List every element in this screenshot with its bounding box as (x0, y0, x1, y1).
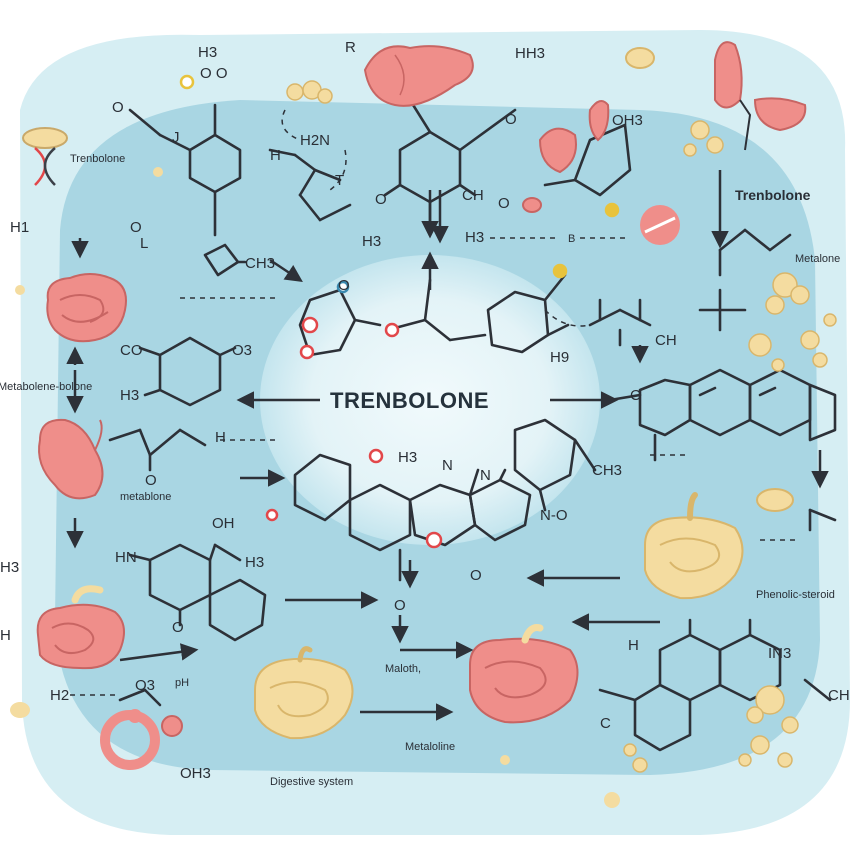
center-glow (260, 255, 600, 545)
atom-label-o-right: O (498, 195, 510, 212)
atom-label-oh3-top: OH3 (612, 112, 643, 129)
atom-label-h9: H9 (550, 349, 569, 366)
organ-liver-right (714, 41, 807, 151)
atom-label-h2n: H2N (300, 132, 330, 149)
label-maloth: Maloth, (385, 663, 421, 675)
label-digestive-system: Digestive system (270, 776, 353, 788)
atom-label-in3: IN3 (768, 645, 791, 662)
organ-stomach-bottom-left (100, 709, 183, 770)
atom-label-o-small: O (145, 472, 157, 489)
organ-intestine-bottom-left (36, 585, 125, 670)
atom-label-h2: H2 (50, 687, 69, 704)
atom-label-no: N-O (540, 507, 568, 524)
label-ph: pH (175, 677, 189, 689)
atom-labels: H3 O O R HH3 OH3 O J H2N H T H1 O L CH3 … (0, 39, 850, 782)
label-trenbolone-left: Trenbolone (70, 153, 125, 165)
dna-icon (22, 127, 68, 186)
atom-label-h3b: H3 (465, 229, 484, 246)
atom-label-h3-2: H3 (245, 554, 264, 571)
atom-label-n2: N (480, 467, 491, 484)
atom-label-ou: O (470, 567, 482, 584)
organ-intestine-cream-right (644, 492, 744, 600)
atom-label-oe: O (338, 277, 350, 294)
atom-label-o3: O3 (232, 342, 252, 359)
atom-label-r-top: R (345, 39, 356, 56)
atom-label-co: CO (120, 342, 143, 359)
bond-lines (108, 98, 837, 752)
pills (10, 47, 794, 808)
atom-label-hh3-top: HH3 (515, 45, 545, 62)
organ-intestine-pink-center (469, 624, 579, 724)
atom-label-c-br: C (600, 715, 611, 732)
atom-label-o-ring: O (130, 219, 142, 236)
atom-label-oh3-b: OH3 (180, 765, 211, 782)
atom-label-o3-b: O3 (135, 677, 155, 694)
atom-label-ch-right: CH (462, 187, 484, 204)
organ-small-pink-top (522, 100, 610, 213)
organ-stomach-left (38, 418, 104, 500)
atom-label-h-left: H (270, 147, 281, 164)
atom-highlights (179, 74, 620, 549)
atom-label-h-br: H (628, 637, 639, 654)
organ-liver-top (363, 45, 474, 107)
atom-label-o-mid1: O (375, 191, 387, 208)
atom-label-h3-mid: H3 (362, 233, 381, 250)
label-trenbolone-right: Trenbolone (735, 187, 811, 203)
dashed-links (70, 109, 800, 696)
atom-label-ch3-1: CH3 (245, 255, 275, 272)
atom-label-ch3-r: CH3 (592, 462, 622, 479)
organ-intestine-left (46, 273, 127, 343)
atom-label-b: B (568, 233, 575, 245)
atom-label-h3-c1: H3 (398, 449, 417, 466)
atom-label-o-left1: O (112, 99, 124, 116)
atom-label-h3c: H3 (120, 387, 139, 404)
pathway-arrows (66, 170, 829, 721)
atom-label-ch-br: CH (828, 687, 850, 704)
atom-label-c: C (630, 387, 641, 404)
label-metalone-right: Metalone (795, 253, 840, 265)
atom-label-h3-top: H3 (198, 44, 217, 61)
atom-label-o-bot: O (394, 597, 406, 614)
molecule-clusters (286, 80, 837, 773)
label-metablone: metablone (120, 491, 171, 503)
organ-intestine-cream-bottom (254, 646, 354, 740)
atom-label-l: L (140, 235, 148, 252)
label-metabolene-bolone: Metabolene-bolone (0, 381, 92, 393)
atom-label-o-b2: O (172, 619, 184, 636)
atom-label-ih: H (215, 429, 226, 446)
atom-label-h-l2: H (0, 627, 11, 644)
main-title: TRENBOLONE (330, 388, 489, 413)
atom-label-j-left: J (172, 129, 180, 146)
atom-label-o2-top: O O (200, 65, 228, 82)
label-metaloline: Metaloline (405, 741, 455, 753)
atom-label-ch-r2: CH (655, 332, 677, 349)
atom-label-oh-1: OH (212, 515, 235, 532)
atom-label-h3-l: H3 (0, 559, 19, 576)
atom-label-o-mid2: O (505, 111, 517, 128)
atom-label-hn: HN (115, 549, 137, 566)
atom-label-h1: H1 (10, 219, 29, 236)
label-phenolic-steroid: Phenolic-steroid (756, 589, 835, 601)
atom-label-n1: N (442, 457, 453, 474)
atom-label-t-mid: T (335, 172, 344, 189)
